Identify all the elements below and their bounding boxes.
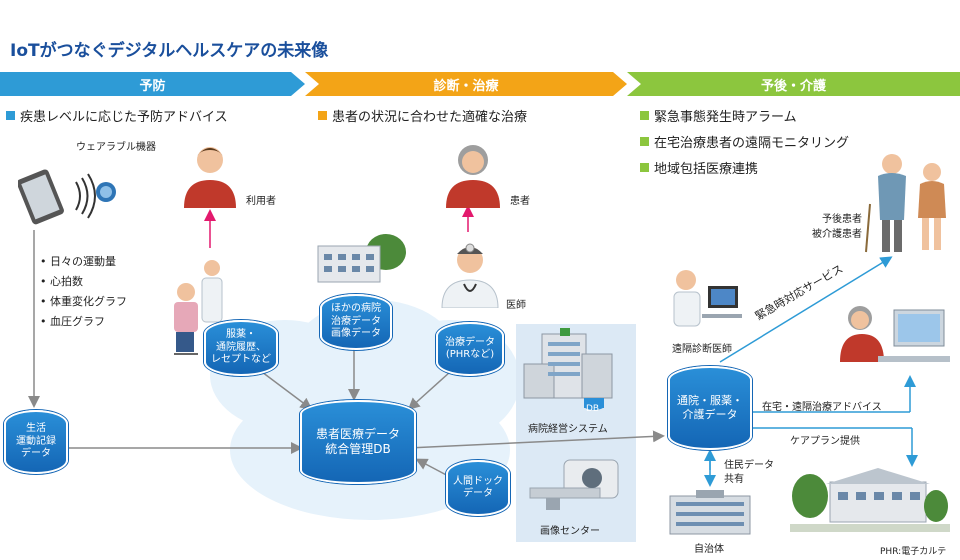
list-item: • 血圧グラフ xyxy=(40,315,105,328)
central-patient-db: 患者医療データ統合管理DB xyxy=(300,400,416,484)
bullet-alarm: 緊急事態発生時アラーム xyxy=(640,106,797,125)
list-item: • 体重変化グラフ xyxy=(40,295,127,308)
hospital-system-label: 病院経営システム xyxy=(528,424,608,435)
care-data-db: 通院・服薬・介護データ xyxy=(668,366,752,450)
care-facility-icon xyxy=(790,468,950,532)
elderly-label-2: 被介護患者 xyxy=(812,229,862,240)
remote-doctor-icon xyxy=(673,270,742,327)
imaging-center-label: 画像センター xyxy=(540,526,600,537)
square-marker-icon xyxy=(6,111,15,120)
user-label: 利用者 xyxy=(246,196,276,207)
resident-data-label-1: 住民データ xyxy=(724,460,774,471)
life-exercise-db: 生活運動記録データ xyxy=(4,410,68,474)
bullet-diagnosis: 患者の状況に合わせた適確な治療 xyxy=(318,106,527,125)
tablet-watch-icon xyxy=(18,169,116,225)
imaging-machine-icon xyxy=(529,459,619,510)
municipality-label: 自治体 xyxy=(694,544,724,555)
elderly-couple-icon xyxy=(865,154,946,253)
square-marker-icon xyxy=(640,111,649,120)
square-marker-icon xyxy=(640,137,649,146)
doctor-person-icon xyxy=(441,243,499,308)
wearable-label: ウェアラブル機器 xyxy=(76,142,156,153)
band-diagnosis: 診断・治療 xyxy=(305,72,627,96)
patient-label: 患者 xyxy=(510,196,530,207)
hospital-complex-icon xyxy=(523,328,613,410)
hospital-building-icon xyxy=(317,234,406,283)
home-advice-label: 在宅・遠隔治療アドバイス xyxy=(762,402,882,413)
remote-doctor-label: 遠隔診断医師 xyxy=(672,344,732,355)
wearable-items-list: • 日々の運動量 • 心拍数 • 体重変化グラフ • 血圧グラフ xyxy=(40,252,127,332)
patient-person-icon xyxy=(446,145,500,208)
treatment-phr-db: 治療データ(PHRなど) xyxy=(436,322,504,376)
page-title: IoTがつなぐデジタルヘルスケアの未来像 xyxy=(10,41,329,61)
doctor-label: 医師 xyxy=(506,300,526,311)
consultation-scene-icon xyxy=(174,260,223,355)
municipality-building-icon xyxy=(669,490,751,535)
band-prevention: 予防 xyxy=(0,72,305,96)
band-aftercare: 予後・介護 xyxy=(627,72,960,96)
list-item: • 日々の運動量 xyxy=(40,255,116,268)
bullet-community-care: 地域包括医療連携 xyxy=(640,158,758,177)
user-person-icon xyxy=(184,147,236,208)
resident-data-label-2: 共有 xyxy=(724,474,744,485)
medication-history-db: 服薬・通院履歴、レセプトなど xyxy=(204,320,278,376)
bullet-prevention: 疾患レベルに応じた予防アドバイス xyxy=(6,106,228,125)
other-hospital-db: ほかの病院治療データ画像データ xyxy=(320,294,392,350)
care-plan-label: ケアプラン提供 xyxy=(790,436,860,447)
home-telemedicine-icon xyxy=(840,306,950,362)
list-item: • 心拍数 xyxy=(40,275,83,288)
bullet-remote-monitoring: 在宅治療患者の遠隔モニタリング xyxy=(640,132,849,151)
elderly-label-1: 予後患者 xyxy=(822,214,862,225)
square-marker-icon xyxy=(318,111,327,120)
phr-note: PHR:電子カルテ xyxy=(880,547,947,557)
health-checkup-db: 人間ドックデータ xyxy=(446,460,510,516)
square-marker-icon xyxy=(640,163,649,172)
db-small-label: DB xyxy=(586,404,600,414)
